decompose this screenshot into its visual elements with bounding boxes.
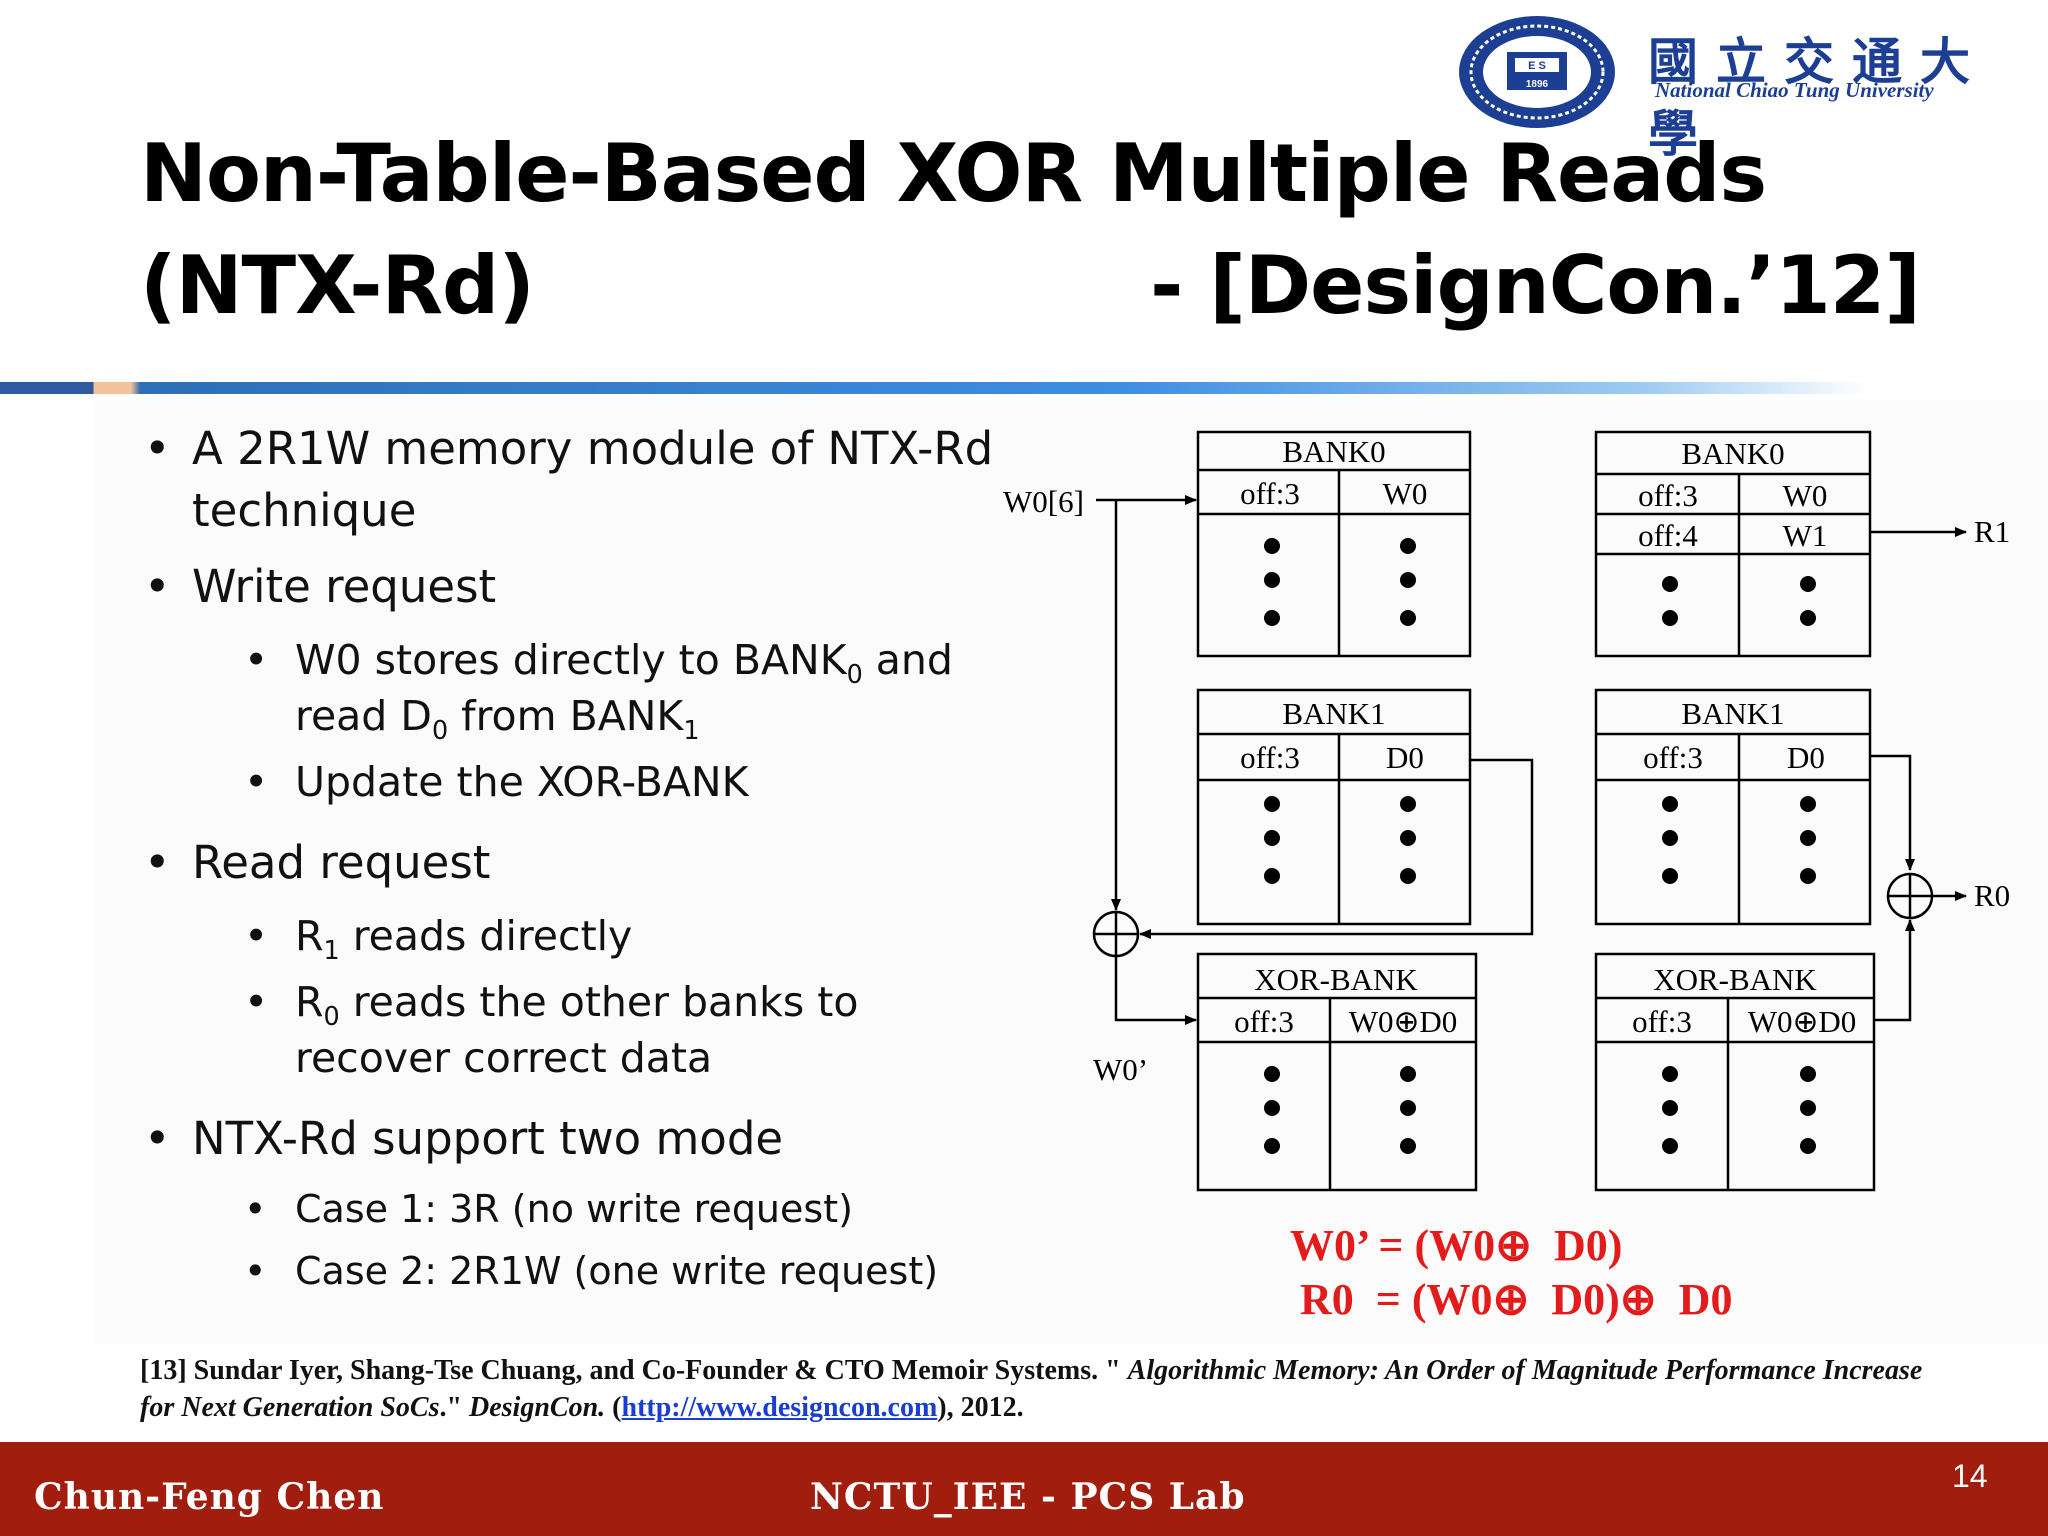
university-name-en: National Chiao Tung University: [1655, 78, 1934, 102]
right-bank0-title: BANK0: [1681, 436, 1784, 471]
reference-title: Algorithmic Memory: An Order of Magnitud…: [140, 1355, 1923, 1423]
text-span: W0 stores directly to BANK: [295, 636, 847, 684]
subscript: 0: [846, 658, 863, 689]
r1-output-label: R1: [1974, 514, 2010, 549]
sub-bullet-item: R1 reads directly: [140, 908, 1000, 964]
left-bank0-offset: off:3: [1240, 476, 1300, 511]
right-bank0-offset-1: off:3: [1638, 478, 1698, 513]
footer-lab: NCTU_IEE - PCS Lab: [810, 1476, 1246, 1518]
xorbank-to-xor-arrow: [1874, 919, 1915, 1022]
right-bank1-value: D0: [1787, 740, 1825, 775]
ntx-rd-diagram: BANK0 off:3 W0 BANK1 off:3 D0 XOR-BANK o…: [1003, 430, 2010, 1192]
right-bank0-value-2: W1: [1783, 518, 1828, 553]
left-bank1-offset: off:3: [1240, 740, 1300, 775]
text-span: R: [295, 912, 324, 960]
right-bank1-title: BANK1: [1681, 696, 1784, 731]
reference-link[interactable]: http://www.designcon.com: [621, 1392, 938, 1423]
right-bank1-offset: off:3: [1643, 740, 1703, 775]
right-bank0-value-1: W0: [1783, 478, 1828, 513]
right-bank1-box: [1594, 688, 1872, 926]
left-bank1-value: D0: [1386, 740, 1424, 775]
sub-bullet-item: Update the XOR-BANK: [140, 754, 1000, 810]
text-span: reads the other banks to recover correct…: [295, 978, 859, 1082]
w0-input-label: W0[6]: [1003, 484, 1084, 519]
right-bank0-box: [1594, 430, 1872, 658]
university-logo: E S 1896: [1455, 12, 1625, 137]
university-name-cn: 國立交通大學: [1648, 32, 1988, 163]
subscript: 0: [323, 1000, 340, 1031]
text-span: from BANK: [448, 692, 684, 740]
page-number: 14: [1952, 1458, 1988, 1494]
reference-citation: [13] Sundar Iyer, Shang-Tse Chuang, and …: [140, 1352, 1960, 1426]
ellipsis-dots: [1264, 538, 1816, 1154]
svg-text:E S: E S: [1528, 60, 1546, 72]
right-xor-bank-title: XOR-BANK: [1653, 962, 1817, 997]
left-xor-bank-offset: off:3: [1234, 1004, 1294, 1039]
bullet-item: A 2R1W memory module of NTX-Rd technique: [140, 418, 1000, 542]
sub-bullet-item: Case 1: 3R (no write request): [140, 1184, 1000, 1234]
title-line-2: (NTX-Rd) - [DesignCon.’12]: [140, 230, 1921, 342]
title-line-2-left: (NTX-Rd): [140, 239, 535, 332]
right-bank0-offset-2: off:4: [1638, 518, 1698, 553]
right-xor-bank-offset: off:3: [1632, 1004, 1692, 1039]
left-xor-bank-box: [1196, 952, 1478, 1192]
bullet-item: Write request: [140, 556, 1000, 618]
text-span: (: [605, 1392, 622, 1423]
left-bank0-title: BANK0: [1282, 434, 1385, 469]
footer-bar: Chun-Feng Chen NCTU_IEE - PCS Lab 14: [0, 1442, 2048, 1536]
reference-authors: [13] Sundar Iyer, Shang-Tse Chuang, and …: [140, 1355, 1128, 1386]
text-span: reads directly: [339, 912, 633, 960]
left-bank0-box: [1196, 430, 1472, 658]
slide-title: Non-Table-Based XOR Multiple Reads (NTX-…: [140, 118, 1940, 342]
footer-author: Chun-Feng Chen: [34, 1476, 385, 1518]
r0-output-label: R0: [1974, 878, 2010, 913]
right-xor-bank-box: [1594, 952, 1876, 1192]
reference-venue: DesignCon.: [469, 1392, 606, 1423]
w0-prime-label: W0’: [1093, 1052, 1148, 1087]
left-xor-bank-value: W0⊕D0: [1349, 1004, 1458, 1039]
sub-bullet-item: R0 reads the other banks to recover corr…: [140, 974, 1000, 1086]
sub-bullet-item: W0 stores directly to BANK0 and read D0 …: [140, 632, 1000, 744]
left-xor-bank-title: XOR-BANK: [1254, 962, 1418, 997]
subscript: 0: [431, 714, 449, 745]
title-divider: [0, 382, 1870, 394]
xor-to-bank-arrow: [1114, 956, 1197, 1025]
text-span: R: [295, 978, 324, 1026]
left-bank0-value: W0: [1383, 476, 1428, 511]
d0-to-xor-arrow: [1870, 754, 1915, 871]
formula-r0: R0 = (W0⊕ D0)⊕ D0: [1300, 1275, 1733, 1324]
text-span: ), 2012.: [937, 1392, 1024, 1423]
bullet-list: A 2R1W memory module of NTX-Rd technique…: [140, 418, 1000, 1308]
sub-bullet-item: Case 2: 2R1W (one write request): [140, 1246, 1000, 1296]
left-bank1-box: [1196, 688, 1472, 926]
title-line-1: Non-Table-Based XOR Multiple Reads: [140, 127, 1767, 220]
subscript: 1: [323, 934, 340, 965]
bullet-item: Read request: [140, 832, 1000, 894]
text-span: and read D: [295, 636, 953, 740]
formula-w0-prime: W0’ = (W0⊕ D0): [1290, 1221, 1623, 1270]
text-span: .": [439, 1392, 470, 1423]
logo-year: 1896: [1526, 79, 1549, 90]
d0-feedback-arrow: [1139, 758, 1534, 939]
title-citation: - [DesignCon.’12]: [1150, 239, 1921, 332]
left-bank1-title: BANK1: [1282, 696, 1385, 731]
right-xor-bank-value: W0⊕D0: [1748, 1004, 1857, 1039]
bullet-item: NTX-Rd support two mode: [140, 1108, 1000, 1170]
subscript: 1: [683, 714, 700, 745]
